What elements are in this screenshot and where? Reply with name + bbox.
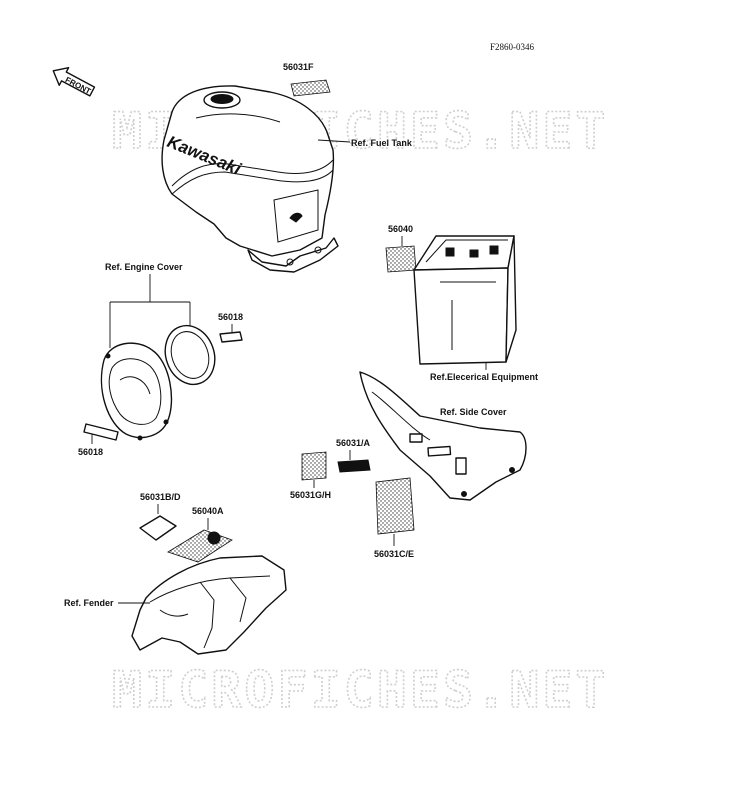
fuel-tank: Kawasaki [161,85,339,273]
front-arrow-icon: FRONT [52,66,96,97]
fender [131,555,287,655]
fuel-tank-leader [317,139,351,143]
watermark-bottom: MICROFICHES.NET [112,661,609,719]
label-56040-decal [385,245,417,273]
part-56040: 56040 [388,224,413,234]
ref-side-cover-label: Ref. Side Cover [440,407,507,417]
part-56018-lower: 56018 [78,447,103,457]
ref-fuel-tank-label: Ref. Fuel Tank [351,138,413,148]
label-56031bd-decal [139,515,177,541]
label-56040a-symbol-icon [207,531,221,545]
engine-cover-gasket [164,324,216,386]
part-56031gh: 56031G/H [290,490,331,500]
drawing-code: F2860-0346 [490,42,535,52]
battery [413,235,517,365]
part-56031a: 56031/A [336,438,371,448]
label-56031a-decal [337,459,371,473]
engine-cover-leader [109,274,191,348]
label-56018-lower-decal [83,423,119,441]
part-56031bd: 56031B/D [140,492,181,502]
part-56018-upper: 56018 [218,312,243,322]
part-56031f: 56031F [283,62,314,72]
part-56031ce: 56031C/E [374,549,414,559]
label-56031ce-decal [375,477,415,535]
ref-engine-cover-label: Ref. Engine Cover [105,262,183,272]
label-56031gh-decal [301,451,327,481]
ref-fender-label: Ref. Fender [64,598,114,608]
side-cover [359,371,527,501]
engine-cover-outer [100,342,173,441]
label-56018-upper-decal [219,331,243,343]
label-56031f-decal [290,79,331,97]
ref-electrical-label: Ref.Elecerical Equipment [430,372,538,382]
part-56040a: 56040A [192,506,224,516]
